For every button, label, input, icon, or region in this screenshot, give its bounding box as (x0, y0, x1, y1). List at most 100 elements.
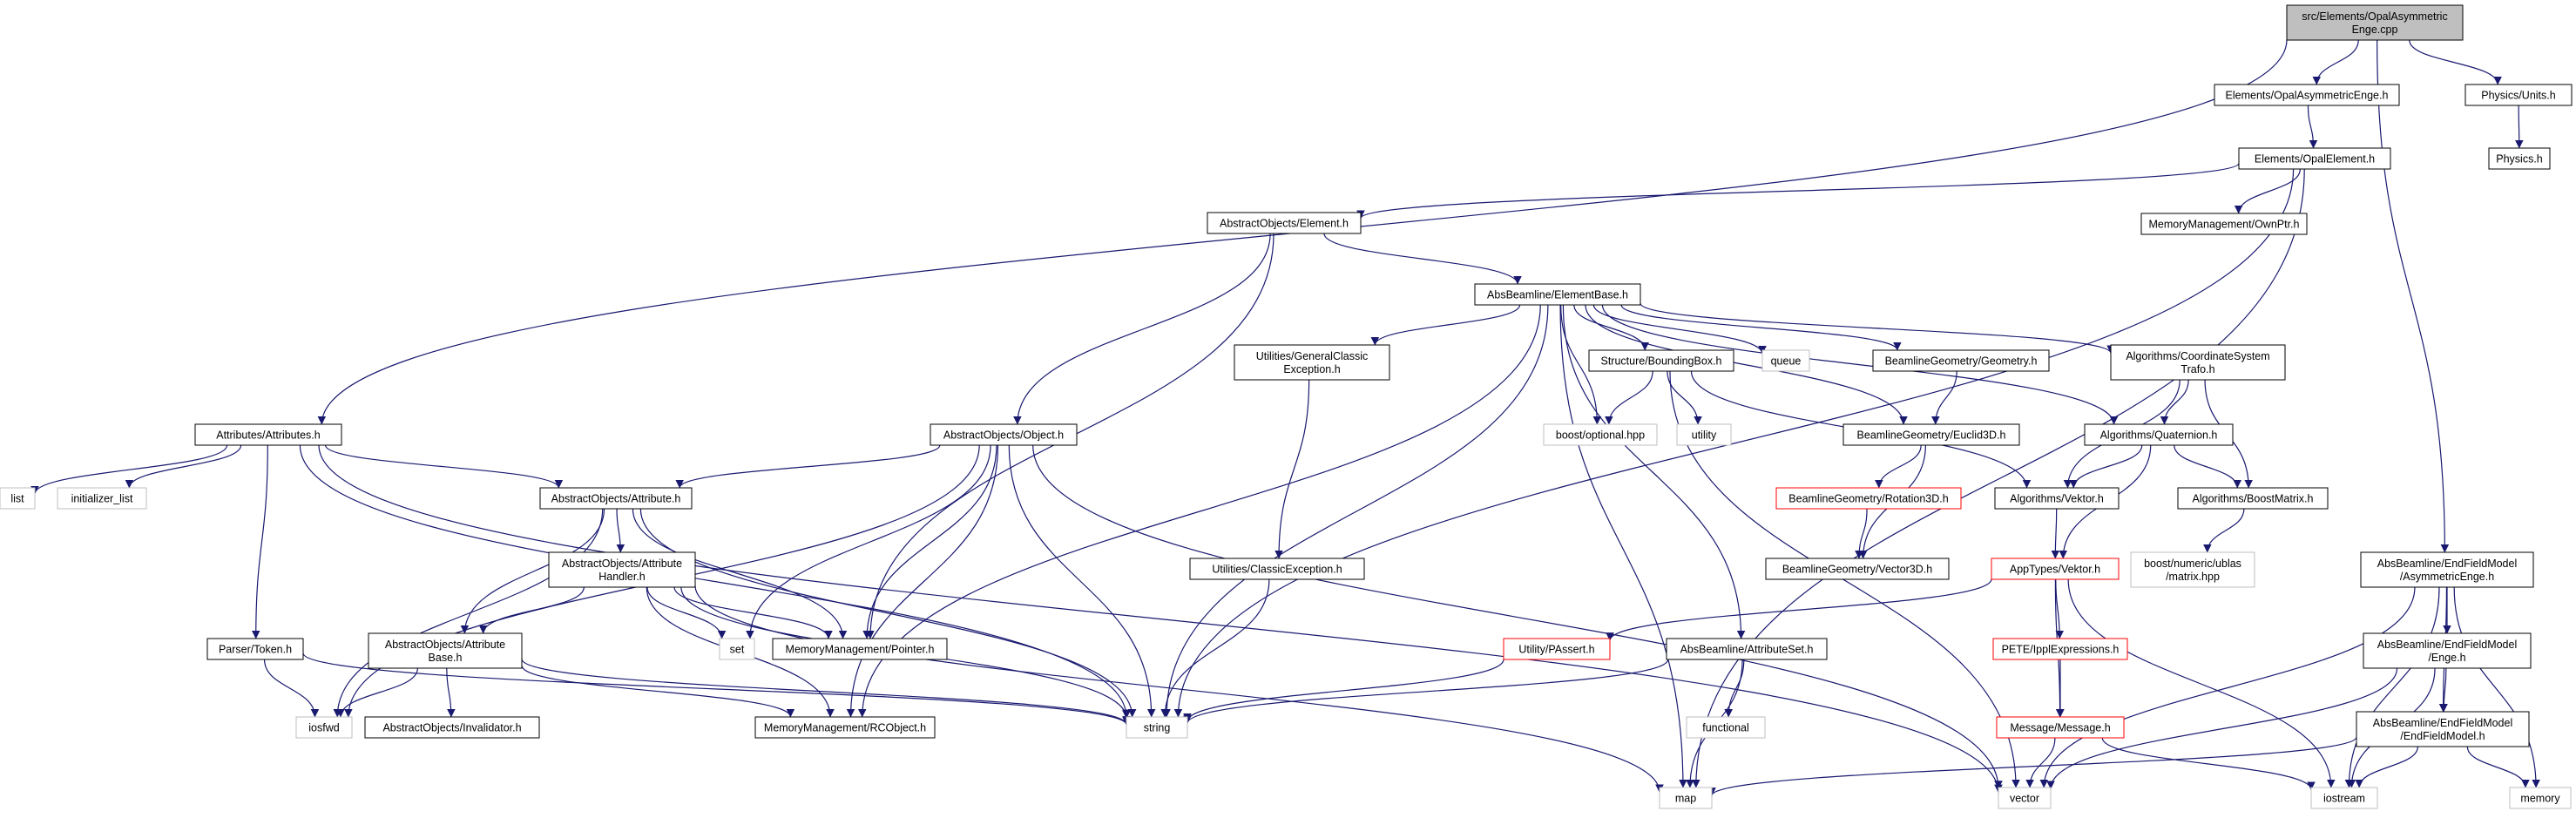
node-box (1588, 349, 1734, 372)
node-label: Algorithms/BoostMatrix.h (2193, 493, 2314, 505)
edge-aoelement-to-elementbase (1323, 233, 1522, 285)
edge-attrbase-to-invalidator (446, 667, 456, 718)
node-label: MemoryManagement/Pointer.h (786, 644, 935, 656)
node-label: functional (1702, 722, 1749, 734)
node-label: AbstractObjects/Element.h (1220, 218, 1349, 230)
node-boostmatrix[interactable]: Algorithms/BoostMatrix.h (2177, 487, 2329, 510)
node-box (539, 487, 693, 510)
node-box (2509, 787, 2572, 809)
node-box (1126, 716, 1188, 739)
node-vektor[interactable]: Algorithms/Vektor.h (1994, 487, 2120, 510)
node-label: /Enge.h (2428, 652, 2465, 664)
edge-elementbase-to-quaternion (1601, 304, 2119, 425)
node-object[interactable]: AbstractObjects/Object.h (930, 423, 1078, 446)
edge-attrhandler-to-pointer (673, 586, 833, 639)
node-elementbase[interactable]: AbsBeamline/ElementBase.h (1474, 283, 1641, 306)
node-attributes[interactable]: Attributes/Attributes.h (194, 423, 342, 446)
node-quaternion[interactable]: Algorithms/Quaternion.h (2084, 423, 2234, 446)
edge-vektor-to-apptypesvektor (2051, 508, 2060, 559)
node-geometry[interactable]: BeamlineGeometry/Geometry.h (1872, 349, 2050, 372)
node-box (194, 423, 342, 446)
node-box (2356, 711, 2530, 747)
node-physunits[interactable]: Physics/Units.h (2464, 84, 2573, 106)
edge-object-to-string (1008, 444, 1156, 718)
node-enge[interactable]: AbsBeamline/EndFieldModel/Enge.h (2363, 632, 2532, 669)
node-functional: functional (1686, 716, 1766, 739)
node-box (2310, 787, 2378, 809)
node-endfieldmodel[interactable]: AbsBeamline/EndFieldModel/EndFieldModel.… (2356, 711, 2530, 747)
node-box (2214, 84, 2400, 106)
node-box (930, 423, 1078, 446)
node-message[interactable]: Message/Message.h (1996, 716, 2125, 739)
node-opalelement[interactable]: Elements/OpalElement.h (2238, 147, 2391, 170)
node-parsertoken[interactable]: Parser/Token.h (206, 638, 304, 660)
node-bbox[interactable]: Structure/BoundingBox.h (1588, 349, 1734, 372)
edge-enge-to-vector (2046, 667, 2398, 790)
node-attribute[interactable]: AbstractObjects/Attribute.h (539, 487, 693, 510)
node-asymenge[interactable]: AbsBeamline/EndFieldModel/AsymmetricEnge… (2360, 551, 2534, 588)
node-invalidator[interactable]: AbstractObjects/Invalidator.h (364, 716, 540, 739)
node-box (2177, 487, 2329, 510)
edge-parsertoken-to-iosfwd (263, 659, 320, 718)
node-ublasmatrix: boost/numeric/ublas/matrix.hpp (2130, 551, 2255, 588)
node-label: AbstractObjects/Invalidator.h (382, 722, 521, 734)
node-attributeset[interactable]: AbsBeamline/AttributeSet.h (1666, 638, 1828, 660)
node-ownptr[interactable]: MemoryManagement/OwnPtr.h (2140, 213, 2308, 235)
edge-message-to-iostream (2101, 737, 2316, 791)
edge-message-to-vector (2025, 737, 2056, 788)
node-apptypesvektor[interactable]: AppTypes/Vektor.h (1991, 558, 2120, 580)
node-label: iostream (2323, 793, 2365, 805)
node-vector3d[interactable]: BeamlineGeometry/Vector3D.h (1765, 558, 1950, 580)
node-label: utility (1692, 429, 1717, 442)
edge-object-to-set (746, 444, 991, 639)
node-box (1994, 487, 2120, 510)
edge-gce-to-classicexc (1274, 379, 1310, 559)
node-classicexc[interactable]: Utilities/ClassicException.h (1189, 558, 1365, 580)
node-box (57, 487, 147, 510)
edge-bbox-to-utility (1667, 370, 1702, 425)
node-label: AbstractObjects/Attribute.h (551, 493, 681, 505)
node-label: Utility/PAssert.h (1518, 644, 1594, 656)
node-label: Algorithms/CoordinateSystem (2126, 350, 2269, 362)
node-iostream: iostream (2310, 787, 2378, 809)
edge-rotation3d-to-vector3d (1855, 508, 1868, 559)
edge-euclid3d-to-rotation3d (1875, 444, 1922, 489)
node-iplexpr[interactable]: PETE/IpplExpressions.h (1992, 638, 2128, 660)
node-label: /AsymmetricEnge.h (2400, 571, 2494, 583)
node-aoelement[interactable]: AbstractObjects/Element.h (1207, 212, 1362, 234)
node-pointer[interactable]: MemoryManagement/Pointer.h (772, 638, 948, 660)
node-physics[interactable]: Physics.h (2488, 147, 2551, 170)
edge-cstrafo-to-quaternion (2160, 379, 2189, 425)
node-root[interactable]: src/Elements/OpalAsymmetricEnge.cpp (2286, 4, 2464, 41)
node-label: /matrix.hpp (2166, 571, 2220, 583)
node-label: Base.h (429, 652, 463, 664)
node-label: AbstractObjects/Attribute (562, 558, 682, 570)
edges-layer (30, 39, 2540, 796)
edge-attributes-to-attribute (324, 444, 564, 489)
node-label: BeamlineGeometry/Vector3D.h (1782, 564, 1932, 576)
edge-elementbase-to-rcobject (857, 304, 1541, 718)
node-label: AbsBeamline/EndFieldModel (2373, 717, 2513, 729)
node-label: Physics/Units.h (2481, 90, 2555, 102)
node-box (2130, 551, 2255, 588)
node-rotation3d[interactable]: BeamlineGeometry/Rotation3D.h (1775, 487, 1962, 510)
node-box (1998, 787, 2052, 809)
node-set: set (719, 638, 755, 660)
edge-attrhandler-to-set (646, 586, 727, 639)
node-rcobject[interactable]: MemoryManagement/RCObject.h (754, 716, 936, 739)
edge-object-to-rcobject (846, 444, 999, 718)
node-label: iosfwd (308, 722, 339, 734)
edge-quaternion-to-vektor (2069, 444, 2143, 489)
edge-attributes-to-initlist (125, 444, 242, 489)
node-opalasymenge[interactable]: Elements/OpalAsymmetricEnge.h (2214, 84, 2400, 106)
node-label: queue (1771, 355, 1802, 368)
node-box (1686, 716, 1766, 739)
node-passert[interactable]: Utility/PAssert.h (1503, 638, 1611, 660)
edge-elementbase-to-boostopt (1560, 304, 1602, 425)
node-euclid3d[interactable]: BeamlineGeometry/Euclid3D.h (1842, 423, 2020, 446)
node-box (2488, 147, 2551, 170)
